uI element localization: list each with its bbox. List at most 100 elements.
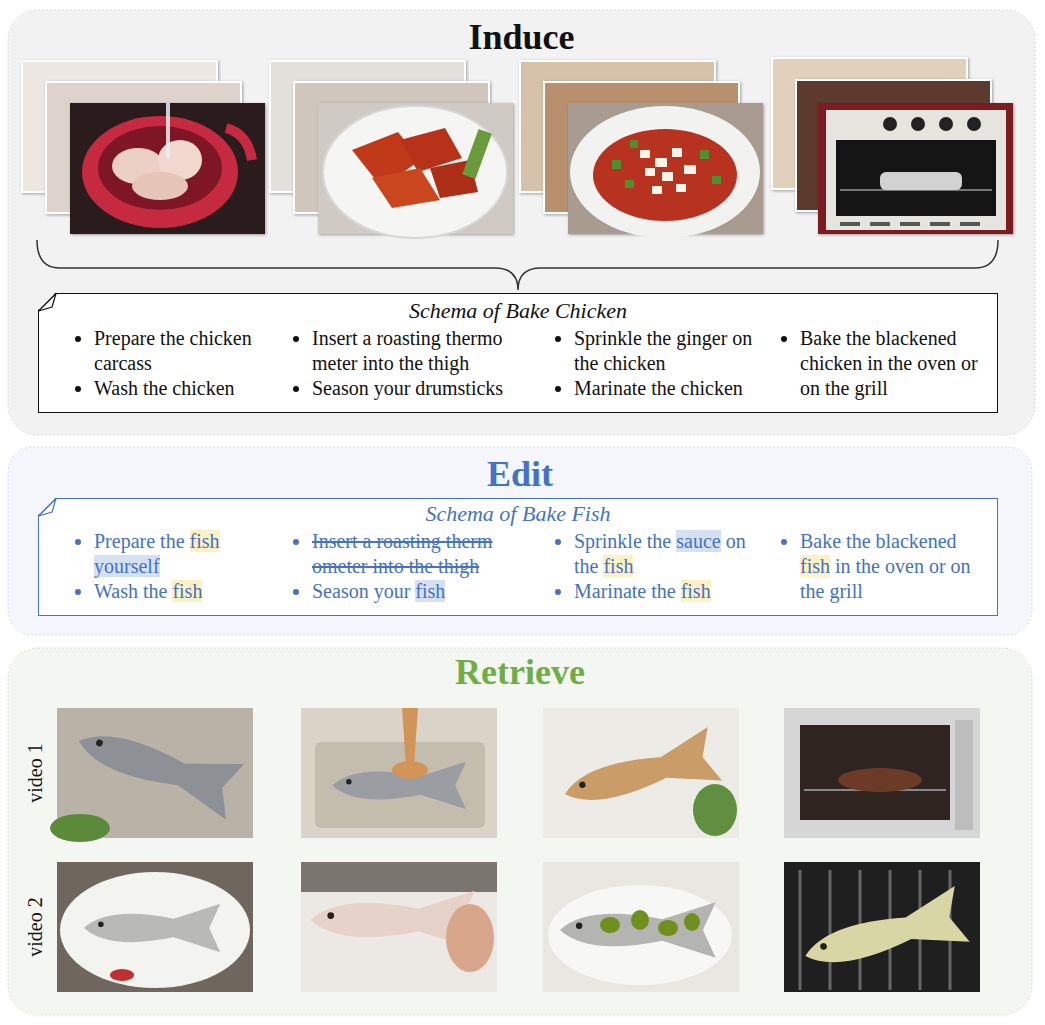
bullet-dot (781, 539, 787, 545)
highlight: fish (603, 555, 633, 577)
folded-corner (37, 497, 59, 519)
video-frame (955, 720, 973, 830)
bullet-item: Sprinkle the ginger on the chicken (574, 326, 759, 376)
photo-stack (662, 172, 673, 181)
photo-stack (655, 158, 667, 167)
schema-title: Schema of Bake Fish (39, 501, 997, 527)
panel-ground (8, 10, 1035, 1015)
video-frame (70, 713, 244, 819)
stage-title: Retrieve (8, 651, 1032, 693)
video-frame (784, 708, 980, 838)
schema-step: Wash the fish (94, 579, 279, 604)
schema-step: Prepare the chicken carcass (94, 326, 279, 376)
bullet-dot (555, 589, 561, 595)
photo-stack (712, 176, 721, 184)
folded-corner (39, 294, 57, 312)
video-frame (684, 913, 700, 931)
bullet-dot (555, 386, 561, 392)
photo-stack (132, 172, 188, 200)
video-frame (543, 862, 739, 992)
photo-stack (593, 129, 737, 221)
stage-panel: EditSchema of Bake FishPrepare the fish … (8, 447, 1032, 635)
row-label: video 2 (23, 897, 47, 956)
video-frame (50, 814, 110, 842)
schema-column: Prepare the fish yourselfWash the fish (94, 529, 279, 604)
photo-stack (323, 106, 507, 238)
folded-corner (37, 292, 59, 314)
schema-column: Sprinkle the ginger on the chickenMarina… (574, 326, 759, 401)
schema-column: Bake the blackened chicken in the oven o… (800, 326, 990, 401)
highlight: fish (415, 580, 445, 602)
bullet-item: Wash the fish (94, 579, 279, 604)
schema-step: Bake the blackened chicken in the oven o… (800, 326, 990, 401)
bullet-dot (293, 336, 299, 342)
schema-column: Insert a roasting therm ometer into the … (312, 529, 527, 604)
photo-stack (625, 180, 634, 188)
schema-step: Bake the blackened fish in the oven or o… (800, 529, 990, 604)
schema-column: Insert a roasting thermo meter into the … (312, 326, 527, 401)
panel-ground (8, 10, 1035, 435)
video-frame (548, 885, 732, 985)
bullet-dot (555, 336, 561, 342)
schema-box: Schema of Bake ChickenPrepare the chicke… (38, 293, 998, 413)
video-frame (301, 708, 497, 838)
video-frame (560, 902, 716, 957)
photo-stack (98, 126, 222, 210)
photo-stack (826, 110, 1006, 230)
photo-stack (270, 61, 513, 238)
bullet-item: Marinate the fish (574, 579, 759, 604)
video-frame (600, 917, 620, 933)
bullet-item: Season your fish (312, 579, 527, 604)
video-frame (57, 862, 253, 992)
photo-stack (22, 61, 265, 234)
photo-stack (930, 222, 950, 226)
photo-stack (900, 222, 920, 226)
photo-stack (166, 103, 170, 158)
bullet-item: Insert a roasting thermo meter into the … (312, 326, 527, 376)
photo-stack (880, 172, 962, 190)
photo-stack (818, 103, 1013, 234)
folded-corner (37, 497, 56, 516)
highlight: fish (800, 555, 830, 577)
bullet-dot (555, 539, 561, 545)
bullet-dot (75, 589, 81, 595)
stage-title: Edit (8, 453, 1032, 495)
schema-step: Sprinkle the ginger on the chicken (574, 326, 759, 376)
bullet-item: Insert a roasting therm ometer into the … (312, 529, 527, 579)
photo-stack (672, 148, 682, 157)
schema-box: Schema of Bake FishPrepare the fish your… (38, 498, 998, 616)
video-frame (784, 862, 980, 992)
schema-step: Season your drumsticks (312, 376, 527, 401)
photo-stack (684, 165, 696, 174)
video-frame (402, 708, 418, 765)
schema-step: Marinate the fish (574, 579, 759, 604)
schema-step: Wash the chicken (94, 376, 279, 401)
brace (37, 240, 998, 290)
highlight: sauce (676, 530, 720, 552)
video-frame (301, 708, 497, 838)
highlight: fish (681, 580, 711, 602)
schema-step: Sprinkle the sauce on the fish (574, 529, 759, 579)
video-frame (301, 862, 497, 992)
video-frame (543, 862, 739, 992)
highlight: fish (172, 580, 202, 602)
video-frame (631, 910, 649, 930)
photo-stack (967, 117, 981, 131)
video-frame (784, 862, 980, 992)
video-frame (838, 768, 922, 792)
bullet-item: Wash the chicken (94, 376, 279, 401)
video-frame (110, 969, 134, 981)
photo-stack (645, 168, 655, 176)
bullet-item: Marinate the chicken (574, 376, 759, 401)
video-frame (57, 862, 253, 992)
panel-ground (8, 447, 1032, 635)
photo-stack (870, 222, 890, 226)
video-frame (392, 761, 428, 779)
folded-corner (39, 294, 57, 312)
video-frame (60, 872, 250, 988)
video-frame (50, 708, 253, 842)
photo-stack (772, 58, 1013, 234)
bullet-item: Prepare the fish yourself (94, 529, 279, 579)
highlight: fish (190, 530, 220, 552)
stage-title: Induce (8, 16, 1035, 58)
